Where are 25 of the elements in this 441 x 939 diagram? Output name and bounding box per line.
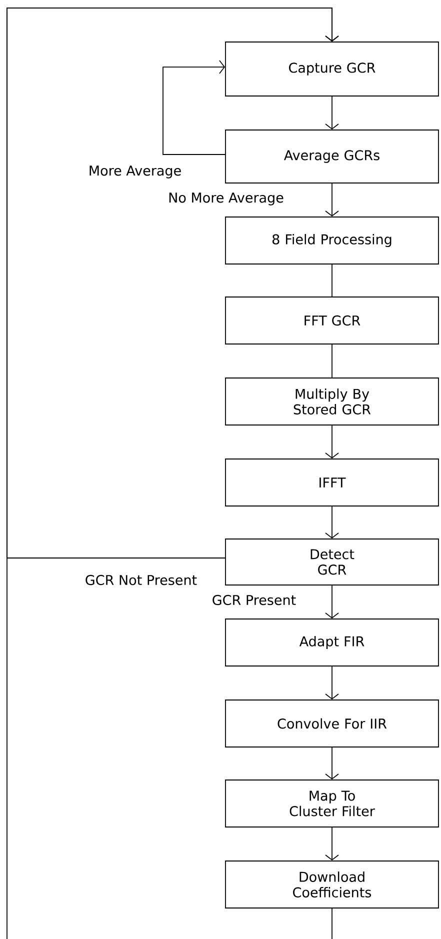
process-box: IFFT: [225, 458, 439, 506]
arrow: [325, 666, 339, 700]
arrow: [325, 183, 339, 217]
edge-label: No More Average: [167, 192, 285, 206]
arrow: [6, 8, 339, 939]
process-box: Capture GCR: [225, 42, 439, 96]
arrow: [325, 96, 339, 130]
edge-label: More Average: [87, 164, 183, 180]
arrow: [325, 506, 339, 539]
process-box: Multiply By Stored GCR: [225, 378, 439, 426]
process-box: FFT GCR: [225, 296, 439, 344]
arrow: [325, 827, 339, 861]
edge-label: GCR Not Present: [84, 574, 198, 586]
process-box: Average GCRs: [225, 130, 439, 184]
process-box: Adapt FIR: [225, 618, 439, 666]
process-box: Convolve For IIR: [225, 700, 439, 748]
arrow: [325, 747, 339, 780]
arrow: [325, 585, 339, 619]
arrow: [162, 60, 226, 155]
edge-label: GCR Present: [210, 594, 298, 606]
arrow: [325, 425, 339, 459]
process-box: 8 Field Processing: [225, 216, 439, 264]
process-box: Download Coefficients: [225, 860, 439, 908]
process-box: Detect GCR: [225, 538, 439, 586]
process-box: Map To Cluster Filter: [225, 780, 439, 828]
